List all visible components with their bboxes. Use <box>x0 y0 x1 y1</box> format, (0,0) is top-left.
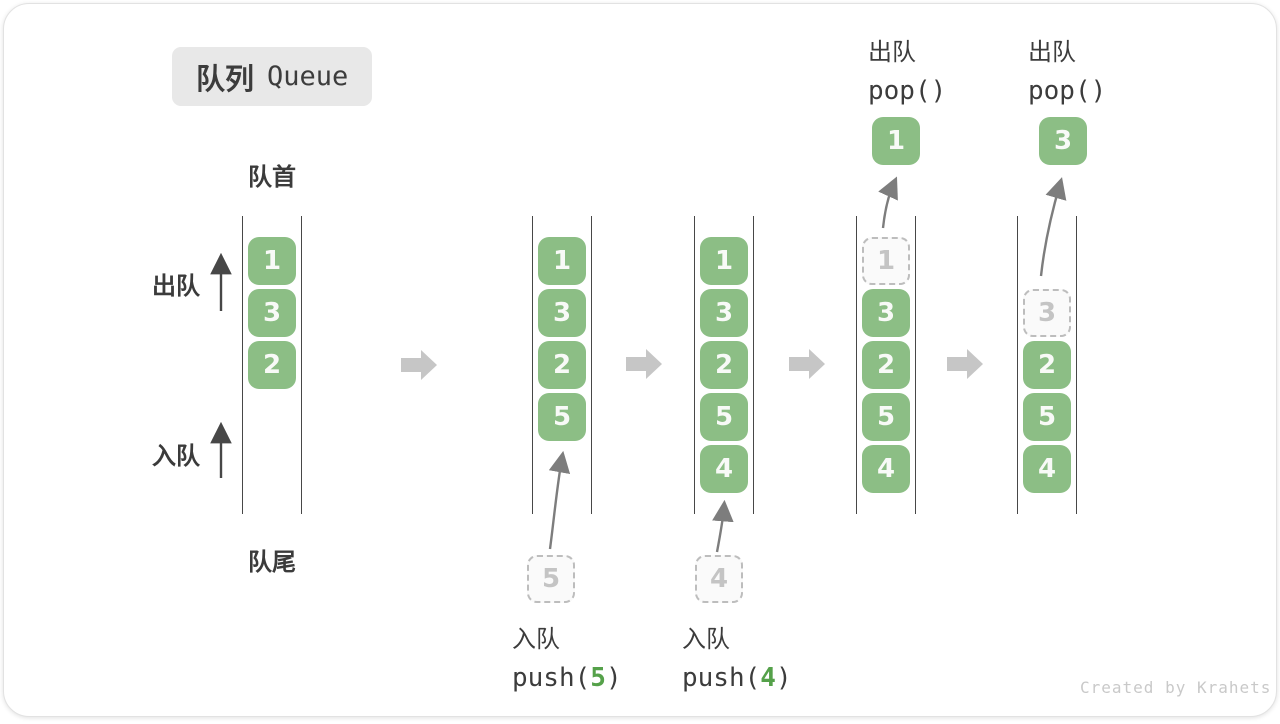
queue-item: 2 <box>538 341 586 389</box>
queue-item: 5 <box>700 393 748 441</box>
arrows-overlay <box>210 176 1067 553</box>
queue-item: 1 <box>700 237 748 285</box>
watermark: Created by Krahets <box>1080 678 1272 697</box>
queue-item: 4 <box>1023 445 1071 493</box>
queue-item-ghost: 3 <box>1023 289 1071 337</box>
queue-item-ghost: 1 <box>862 237 910 285</box>
op-push-4-label: 入队 <box>682 625 730 653</box>
op-code-close: ) <box>605 663 622 693</box>
op-code-close: ) <box>775 663 792 693</box>
queue-item: 5 <box>1023 393 1071 441</box>
queue-rear-label: 队尾 <box>248 548 296 576</box>
queue-item: 2 <box>700 341 748 389</box>
title-en: Queue <box>267 61 349 92</box>
queue-item: 5 <box>862 393 910 441</box>
queue-item: 2 <box>862 341 910 389</box>
enqueue-side-label: 入队 <box>152 442 200 470</box>
op-push-5: 入队 push(5) <box>512 619 622 693</box>
queue-item: 3 <box>538 289 586 337</box>
queue-item: 1 <box>248 237 296 285</box>
op-pop-3-label: 出队 <box>1028 38 1076 66</box>
queue-item: 4 <box>700 445 748 493</box>
queue-item: 3 <box>700 289 748 337</box>
queue-item: 5 <box>538 393 586 441</box>
op-code-arg: 4 <box>760 663 776 693</box>
queue-item: 2 <box>248 341 296 389</box>
op-push-5-label: 入队 <box>512 625 560 653</box>
popped-item-3: 3 <box>1039 117 1087 165</box>
op-code-arg: 5 <box>590 663 606 693</box>
op-pop-3: 出队 pop() <box>1028 32 1106 106</box>
op-pop-1-code: pop() <box>868 76 947 106</box>
queue-item: 4 <box>862 445 910 493</box>
incoming-item-5: 5 <box>527 555 575 603</box>
queue-front-label: 队首 <box>248 163 296 191</box>
popped-item-1: 1 <box>872 117 920 165</box>
state-transition-arrow-3 <box>789 349 825 379</box>
op-push-4-code: push(4) <box>682 663 792 693</box>
queue-item: 1 <box>538 237 586 285</box>
state-transition-arrow-1 <box>401 350 437 380</box>
op-code-fn: push( <box>512 663 591 693</box>
incoming-item-4: 4 <box>695 555 743 603</box>
op-push-5-code: push(5) <box>512 663 622 693</box>
dequeue-side-label: 出队 <box>152 272 200 300</box>
state-transition-arrow-2 <box>626 349 662 379</box>
op-code-fn: push( <box>682 663 761 693</box>
queue-item: 3 <box>862 289 910 337</box>
op-pop-3-code: pop() <box>1028 76 1107 106</box>
op-pop-1: 出队 pop() <box>868 32 946 106</box>
title-zh: 队列 <box>196 61 255 96</box>
op-pop-1-label: 出队 <box>868 38 916 66</box>
queue-item: 2 <box>1023 341 1071 389</box>
op-push-4: 入队 push(4) <box>682 619 792 693</box>
title-badge: 队列 Queue <box>172 47 373 106</box>
state-transition-arrow-4 <box>947 349 983 379</box>
queue-item: 3 <box>248 289 296 337</box>
